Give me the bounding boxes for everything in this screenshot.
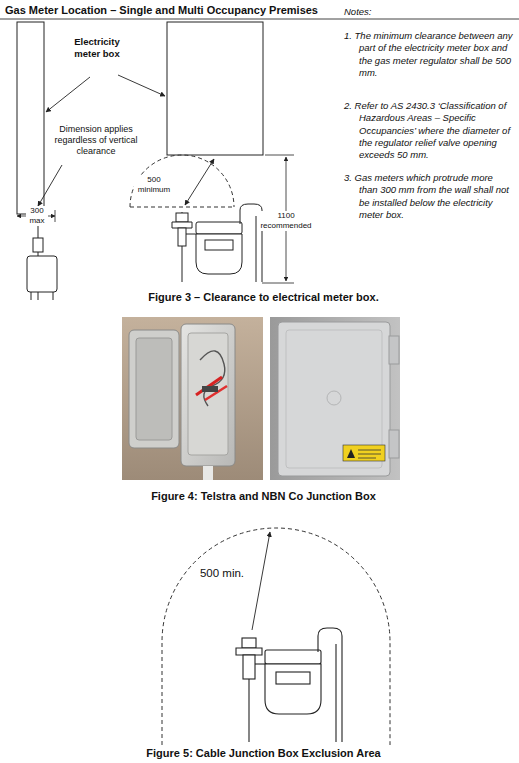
part-label: Electricity meter box: [68, 36, 126, 59]
gas-meter-right: [172, 204, 262, 282]
clearance-base: [130, 206, 234, 207]
dimension-tick: [265, 155, 294, 156]
notes-heading: Notes:: [344, 6, 514, 18]
leader-line: [38, 165, 62, 206]
gas-meter: [236, 628, 342, 742]
dimension-label: 300 max: [26, 206, 48, 226]
junction-box-photo-open: [122, 317, 263, 480]
leader-line: [118, 75, 165, 96]
dimension-label: 1100 recommended: [260, 211, 312, 231]
header-rule: [0, 19, 519, 20]
clearance-arrow: [185, 159, 214, 205]
clearance-arc: [130, 155, 234, 207]
figure-caption: Figure 3 – Clearance to electrical meter…: [4, 291, 519, 304]
leader-line: [46, 77, 90, 112]
clearance-arrow: [252, 532, 270, 630]
dimension-note: Dimension applies regardless of vertical…: [50, 124, 142, 157]
junction-box-photo-closed: [270, 317, 400, 480]
gas-meter-left: [27, 224, 57, 300]
dimension-tick: [55, 210, 56, 222]
dimension-label: 500 min.: [196, 566, 248, 580]
note: 2. Refer to AS 2430.3 ‘Classification of…: [344, 100, 514, 162]
figure-caption: Figure 5: Cable Junction Box Exclusion A…: [4, 747, 519, 760]
exclusion-area: [162, 528, 390, 745]
meter-box-left: [17, 22, 44, 214]
dimension-label: 500 minimum: [134, 175, 174, 195]
note: 3. Gas meters which protrude more than 3…: [344, 172, 514, 221]
figure-caption: Figure 4: Telstra and NBN Co Junction Bo…: [4, 490, 519, 503]
page-title: Gas Meter Location – Single and Multi Oc…: [5, 4, 505, 17]
note: 1. The minimum clearance between any par…: [344, 30, 514, 79]
dimension-tick: [262, 283, 294, 284]
meter-box-right: [167, 22, 263, 155]
